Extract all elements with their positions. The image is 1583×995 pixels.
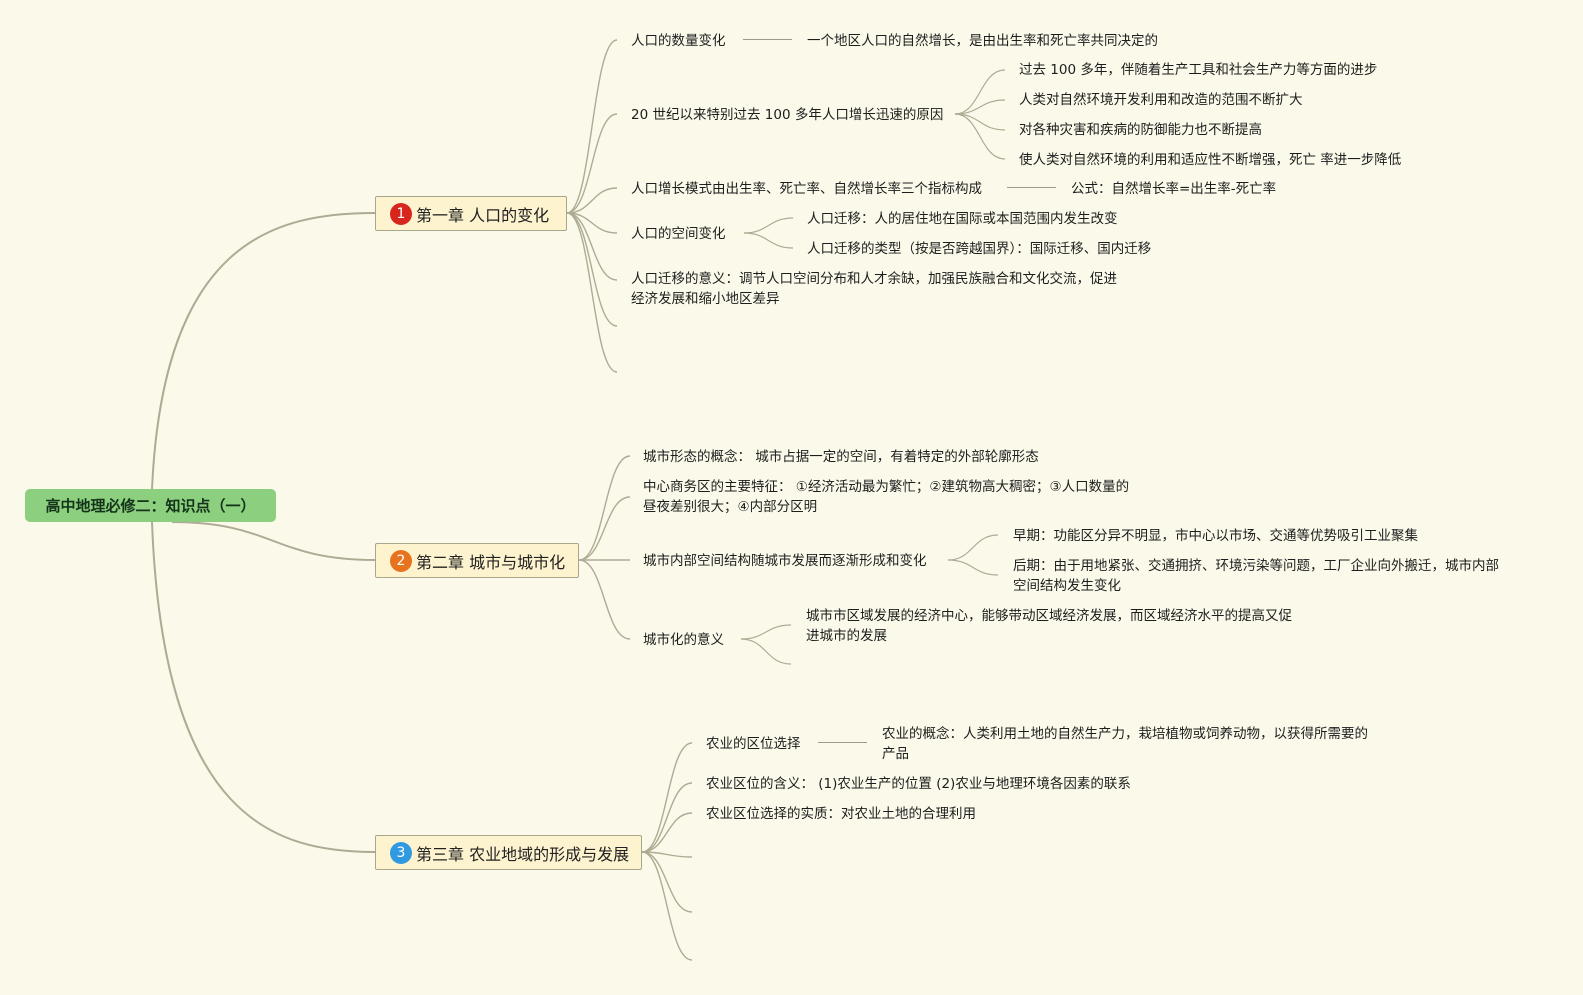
connector-curve [171, 521, 376, 561]
connector-dash [743, 39, 792, 40]
chapter-1-badge: 1 [390, 202, 412, 225]
chapter-3-node[interactable]: 3 第三章 农业地域的形成与发展 [375, 835, 642, 870]
connector-curve [947, 534, 999, 561]
connector-curve [954, 99, 1006, 115]
connector-curve [641, 851, 693, 913]
chapter-1-title: 第一章 人口的变化 [416, 205, 550, 225]
topic-migration-significance[interactable]: 人口迁移的意义：调节人口空间分布和人才余缺，加强民族融合和文化交流，促进经济发展… [631, 271, 1117, 307]
connector-curve [578, 455, 631, 561]
connector-curve [151, 521, 376, 853]
topic-urban-structure[interactable]: 城市内部空间结构随城市发展而逐渐形成和变化 [643, 553, 927, 569]
topic-cbd-features[interactable]: 中心商务区的主要特征： ①经济活动最为繁忙；②建筑物高大稠密；③人口数量的昼夜差… [643, 479, 1130, 515]
topic-growth-reasons[interactable]: 20 世纪以来特别过去 100 多年人口增长迅速的原因 [631, 107, 944, 123]
connector-curve [566, 212, 618, 327]
chapter-3-title: 第三章 农业地域的形成与发展 [416, 844, 630, 864]
subtopic-reason-3[interactable]: 对各种灾害和疾病的防御能力也不断提高 [1019, 122, 1262, 138]
connector-curve [954, 113, 1006, 131]
topic-urban-form[interactable]: 城市形态的概念： 城市占据一定的空间，有着特定的外部轮廓形态 [643, 449, 1039, 465]
subtopic-urban-economic-center[interactable]: 城市市区域发展的经济中心，能够带动区域经济发展，而区域经济水平的提高又促进城市的… [806, 608, 1292, 644]
chapter-2-node[interactable]: 2 第二章 城市与城市化 [375, 543, 579, 578]
topic-growth-model[interactable]: 人口增长模式由出生率、死亡率、自然增长率三个指标构成 [631, 181, 982, 197]
connector-curve [740, 638, 792, 665]
topic-agri-location-essence[interactable]: 农业区位选择的实质：对农业土地的合理利用 [706, 806, 976, 822]
connector-curve [641, 812, 693, 853]
subtopic-migration-types[interactable]: 人口迁移的类型（按是否跨越国界）：国际迁移、国内迁移 [807, 241, 1152, 257]
connector-curve [566, 212, 618, 281]
subtopic-reason-1[interactable]: 过去 100 多年，伴随着生产工具和社会生产力等方面的进步 [1019, 62, 1378, 78]
chapter-3-badge: 3 [390, 841, 412, 864]
subtopic-migration-def[interactable]: 人口迁移：人的居住地在国际或本国范围内发生改变 [807, 211, 1118, 227]
topic-spatial-change[interactable]: 人口的空间变化 [631, 226, 726, 242]
topic-population-quantity[interactable]: 人口的数量变化 [631, 33, 726, 49]
chapter-2-title: 第二章 城市与城市化 [416, 552, 566, 572]
connector-curve [641, 782, 693, 853]
connector-curve [566, 212, 618, 234]
connector-curve [641, 851, 693, 858]
connector-curve [641, 851, 693, 961]
connector-curve [641, 742, 693, 853]
connector-curve [740, 624, 792, 640]
connector-curve [566, 187, 618, 214]
connector-dash [818, 742, 867, 743]
subtopic-reason-4[interactable]: 使人类对自然环境的利用和适应性不断增强，死亡 率进一步降低 [1019, 152, 1402, 168]
connector-curve [578, 496, 631, 561]
chapter-1-node[interactable]: 1 第一章 人口的变化 [375, 196, 567, 231]
chapter-2-badge: 2 [390, 549, 412, 572]
connector-curve [566, 212, 618, 373]
topic-natural-growth[interactable]: 一个地区人口的自然增长，是由出生率和死亡率共同决定的 [807, 33, 1158, 49]
connector-curve [578, 559, 631, 640]
connector-curve [947, 559, 999, 576]
connector-curve [743, 217, 794, 234]
connector-dash [1007, 187, 1056, 188]
connector-curve [743, 232, 794, 249]
connector-curve [954, 113, 1006, 160]
connector-curve [151, 212, 376, 490]
connector-curve [954, 69, 1006, 115]
subtopic-late-stage[interactable]: 后期：由于用地紧张、交通拥挤、环境污染等问题，工厂企业向外搬迁，城市内部空间结构… [1013, 558, 1499, 594]
topic-agri-location-meaning[interactable]: 农业区位的含义： (1)农业生产的位置 (2)农业与地理环境各因素的联系 [706, 776, 1131, 792]
subtopic-early-stage[interactable]: 早期：功能区分异不明显，市中心以市场、交通等优势吸引工业聚集 [1013, 528, 1418, 544]
connector-curve [566, 39, 618, 214]
connector-curve [566, 113, 618, 214]
subtopic-agri-concept[interactable]: 农业的概念：人类利用土地的自然生产力，栽培植物或饲养动物，以获得所需要的产品 [882, 726, 1368, 762]
subtopic-reason-2[interactable]: 人类对自然环境开发利用和改造的范围不断扩大 [1019, 92, 1303, 108]
subtopic-formula[interactable]: 公式：自然增长率=出生率-死亡率 [1071, 181, 1277, 197]
root-topic[interactable]: 高中地理必修二：知识点（一） [25, 489, 276, 522]
topic-agri-location[interactable]: 农业的区位选择 [706, 736, 801, 752]
topic-urbanization-significance[interactable]: 城市化的意义 [643, 632, 724, 648]
